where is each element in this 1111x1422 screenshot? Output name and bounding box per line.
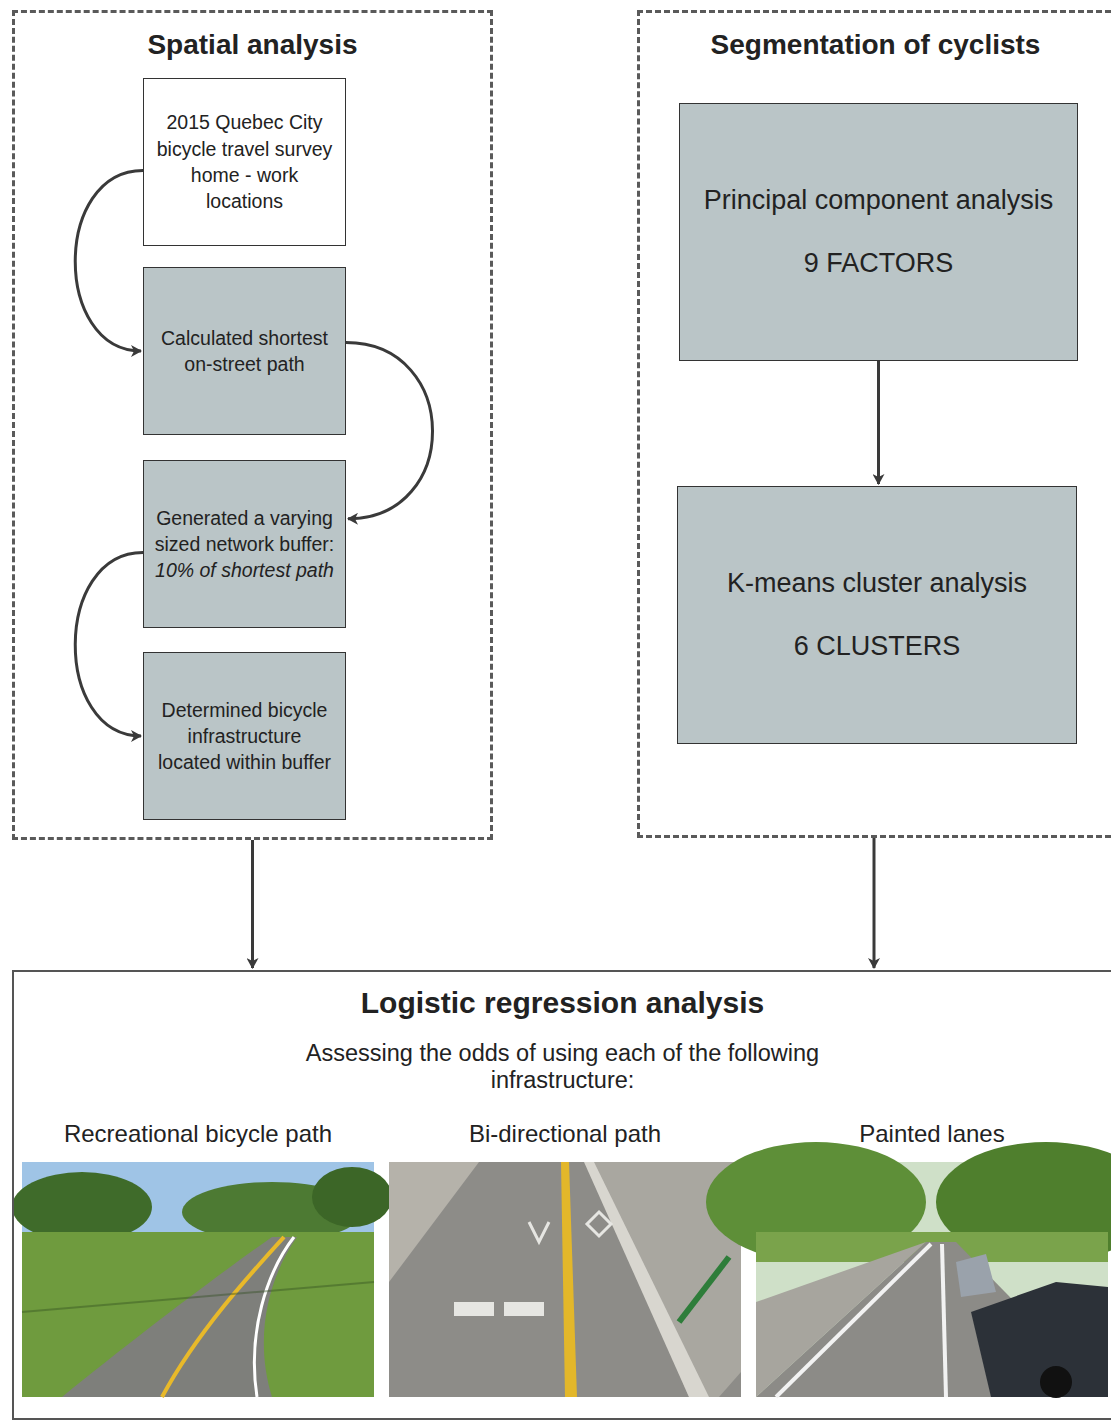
node-title: 2015 Quebec City bicycle travel survey h…	[154, 109, 335, 214]
car	[956, 1254, 996, 1297]
photo-caption: Painted lanes	[859, 1120, 1004, 1148]
dashed-group: Spatial analysis 2015 Quebec City bicycle…	[12, 10, 493, 840]
process-box: Generated a varying sized network buffer…	[143, 460, 346, 628]
flow-arrow	[877, 361, 880, 484]
path-surface	[62, 1237, 297, 1397]
arrow-mark	[529, 1222, 549, 1242]
flow-arrow	[75, 170, 143, 351]
node-title: Generated a varying sized network buffer…	[154, 505, 335, 558]
flow-arrow	[75, 552, 143, 736]
recreational-path-photo	[12, 1162, 392, 1397]
analysis-panel: Logistic regression analysisAssessing th…	[12, 970, 1111, 1420]
wheel	[1040, 1366, 1072, 1398]
process-box: Principal component analysis 9 FACTORS	[679, 103, 1078, 361]
node-body: 6 CLUSTERS	[794, 625, 961, 668]
crossing-mark	[454, 1302, 494, 1316]
process-box: K-means cluster analysis 6 CLUSTERS	[677, 486, 1077, 744]
photo-caption: Bi-directional path	[469, 1120, 661, 1148]
tree	[12, 1172, 152, 1242]
node-title: Calculated shortest on-street path	[154, 325, 335, 378]
road	[756, 1242, 1108, 1397]
node-title: Spatial analysis	[147, 29, 357, 61]
node-title: Logistic regression analysis	[361, 986, 765, 1020]
node-title: Determined bicycle infrastructure locate…	[154, 697, 335, 776]
process-box: Determined bicycle infrastructure locate…	[143, 652, 346, 820]
data-box: 2015 Quebec City bicycle travel survey h…	[143, 78, 346, 246]
flow-arrow	[873, 838, 876, 968]
asphalt	[389, 1162, 741, 1397]
car	[971, 1282, 1108, 1397]
bollard	[679, 1257, 729, 1322]
lane-line	[942, 1244, 946, 1397]
grass	[22, 1232, 374, 1397]
node-title: K-means cluster analysis	[727, 562, 1027, 605]
lane-line	[776, 1244, 931, 1397]
center-line	[561, 1162, 577, 1397]
diamond-mark	[587, 1212, 611, 1236]
sidewalk	[389, 1162, 479, 1282]
node-body: Assessing the odds of using each of the …	[303, 1040, 823, 1094]
node-body: 9 FACTORS	[804, 242, 954, 285]
crossing-mark	[504, 1302, 544, 1316]
tree	[312, 1167, 392, 1227]
flow-arrow	[251, 840, 254, 968]
process-box: Calculated shortest on-street path	[143, 267, 346, 435]
sidewalk	[756, 1242, 926, 1397]
painted-lanes-photo	[706, 1142, 1111, 1398]
node-title: Principal component analysis	[704, 179, 1054, 222]
flow-arrow	[346, 343, 433, 519]
shadow	[22, 1282, 374, 1312]
edge-line	[254, 1237, 294, 1397]
node-title: Segmentation of cyclists	[711, 29, 1041, 61]
curb-edge	[584, 1162, 709, 1397]
node-body: 10% of shortest path	[155, 557, 334, 583]
center-line	[162, 1237, 284, 1397]
bidirectional-path-photo	[389, 1162, 741, 1397]
dashed-group: Segmentation of cyclistsPrincipal compon…	[637, 10, 1111, 838]
photo-caption: Recreational bicycle path	[64, 1120, 332, 1148]
